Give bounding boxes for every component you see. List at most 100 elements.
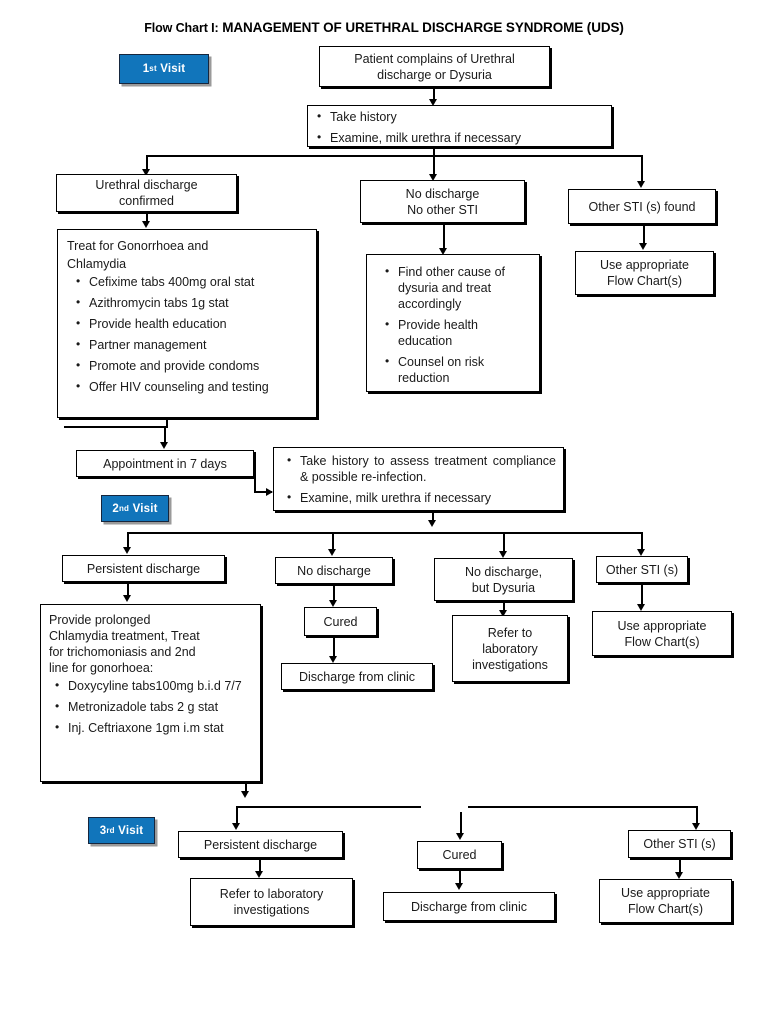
arrowhead-othersti-to-flowchart-1 <box>639 243 647 250</box>
node-take-history-2-list: Take history to assess treatment complia… <box>281 453 556 506</box>
connector-appointment-elbow-h <box>254 491 272 493</box>
node-patient-complaint-line1: Patient complains of Urethral <box>354 51 515 66</box>
connector-nodischarge-to-findcause <box>443 223 445 250</box>
connector-cured3-to-discharge3 <box>459 869 461 886</box>
arrowhead-to-no-discharge-dysuria-2 <box>499 551 507 558</box>
page-title-prefix: Flow Chart I: <box>144 21 219 35</box>
node-other-sti-found: Other STI (s) found <box>568 189 716 224</box>
node-cured-3: Cured <box>417 841 502 869</box>
connector-confirmed-to-treat <box>146 212 148 224</box>
arrowhead-to-cured-3 <box>456 833 464 840</box>
node-take-history-2-item-0: Take history to assess treatment complia… <box>287 453 556 485</box>
node-take-history-2-item-1: Examine, milk urethra if necessary <box>287 490 556 506</box>
connector-nodischarge2-to-cured <box>333 584 335 602</box>
connector-othersti2-to-flowchart2 <box>641 583 643 607</box>
arrowhead-prolonged-stem <box>241 791 249 798</box>
badge-2nd-visit-label: Visit <box>132 502 158 515</box>
node-no-discharge-but-dysuria-2-line1: No discharge, <box>464 564 543 579</box>
node-use-flowchart-3-line2: Flow Chart(s) <box>627 902 703 916</box>
node-other-sti-3-text: Other STI (s) <box>643 837 716 851</box>
node-cured-3-text: Cured <box>442 848 477 862</box>
connector-split-2-bus <box>127 532 643 534</box>
node-prolonged-item-2: Inj. Ceftriaxone 1gm i.m stat <box>55 720 252 736</box>
node-other-sti-found-text: Other STI (s) found <box>588 199 696 214</box>
node-use-flowchart-1: Use appropriate Flow Chart(s) <box>575 251 714 295</box>
node-prolonged-heading-1: Provide prolonged <box>49 613 151 627</box>
node-treat-gonorrhoea-chlamydia: Treat for Gonorrhoea and Chlamydia Cefix… <box>57 229 317 418</box>
node-use-flowchart-1-line1: Use appropriate <box>600 258 689 272</box>
node-other-sti-2-text: Other STI (s) <box>605 562 679 577</box>
node-take-history-1-item-1: Examine, milk urethra if necessary <box>317 130 606 146</box>
connector-treat-stem <box>166 418 168 428</box>
connector-split-2-arm-2 <box>332 532 334 552</box>
arrowhead-cured2-to-discharge2 <box>329 656 337 663</box>
node-patient-complaint-line2: discharge or Dysuria <box>377 67 492 82</box>
node-treat-heading-2: Chlamydia <box>67 257 127 271</box>
connector-split-1-bus <box>146 155 643 157</box>
node-discharge-from-clinic-3-text: Discharge from clinic <box>410 899 527 914</box>
node-find-other-cause-list: Find other cause of dysuria and treat ac… <box>374 264 532 386</box>
node-persistent-discharge-2-text: Persistent discharge <box>86 561 201 576</box>
node-treat-heading-1: Treat for Gonorrhoea and <box>67 239 209 253</box>
node-other-sti-2: Other STI (s) <box>596 556 688 583</box>
connector-prolonged-stem <box>245 782 247 794</box>
connector-history2-stem <box>432 511 434 523</box>
node-use-flowchart-2-line2: Flow Chart(s) <box>624 634 700 649</box>
connector-split-3-arm-3 <box>696 806 698 826</box>
connector-split-3-bus-left <box>236 806 421 808</box>
connector-split-1-left-arm <box>146 155 148 172</box>
connector-history-stem <box>433 147 435 157</box>
connector-cured2-to-discharge2 <box>333 636 335 659</box>
node-no-discharge-2-text: No discharge <box>297 563 371 578</box>
connector-persistent3-to-referlab3 <box>259 858 261 874</box>
node-prolonged-item-0: Doxycyline tabs100mg b.i.d 7/7 <box>55 678 252 694</box>
arrowhead-to-other-sti-3 <box>692 823 700 830</box>
arrowhead-othersti2-to-flowchart2 <box>637 604 645 611</box>
arrowhead-dysuria2-to-referlab <box>499 610 507 617</box>
connector-split-3-arm-1 <box>236 806 238 826</box>
connector-othersti3-to-flowchart3 <box>679 858 681 875</box>
node-no-discharge-2: No discharge <box>275 557 393 584</box>
badge-1st-visit-label: Visit <box>160 63 186 75</box>
arrowhead-persistent3-to-referlab3 <box>255 871 263 878</box>
badge-3rd-visit-label: Visit <box>118 824 144 837</box>
node-use-flowchart-2-line1: Use appropriate <box>617 618 707 633</box>
node-take-history-1-list: Take history Examine, milk urethra if ne… <box>313 109 606 146</box>
badge-3rd-visit-num: 3 <box>99 824 107 837</box>
node-find-other-cause-item-2: Counsel on risk reduction <box>385 354 532 386</box>
arrowhead-treat-to-appointment <box>160 442 168 449</box>
node-refer-laboratory-2-line1: Refer to <box>487 625 533 640</box>
node-no-discharge-no-other-sti-line1: No discharge <box>405 186 480 201</box>
node-find-other-cause-item-1: Provide health education <box>385 317 532 349</box>
connector-treat-bus <box>64 426 168 428</box>
node-treat-item-4: Promote and provide condoms <box>76 358 307 374</box>
node-discharge-from-clinic-3: Discharge from clinic <box>383 892 555 921</box>
node-prolonged-list: Doxycyline tabs100mg b.i.d 7/7 Metroniza… <box>49 678 252 736</box>
badge-2nd-visit-num: 2 <box>112 502 119 515</box>
arrowhead-to-persistent-discharge-3 <box>232 823 240 830</box>
node-prolonged-item-1: Metronizadole tabs 2 g stat <box>55 699 252 715</box>
node-no-discharge-but-dysuria-2-line2: but Dysuria <box>471 580 536 595</box>
node-refer-laboratory-2-line2: laboratory <box>482 641 538 656</box>
arrowhead-nodischarge2-to-cured <box>329 600 337 607</box>
page-title: Flow Chart I: MANAGEMENT OF URETHRAL DIS… <box>0 20 768 35</box>
node-patient-complaint: Patient complains of Urethral discharge … <box>319 46 550 87</box>
connector-dysuria2-to-referlab <box>503 601 505 613</box>
node-refer-laboratory-2: Refer to laboratory investigations <box>452 615 568 682</box>
node-find-other-cause-item-0: Find other cause of dysuria and treat ac… <box>385 264 532 312</box>
node-use-flowchart-2: Use appropriate Flow Chart(s) <box>592 611 732 656</box>
node-persistent-discharge-3: Persistent discharge <box>178 831 343 858</box>
connector-split-2-arm-3 <box>503 532 505 554</box>
node-find-other-cause: Find other cause of dysuria and treat ac… <box>366 254 540 392</box>
node-treat-item-2: Provide health education <box>76 316 307 332</box>
node-treat-item-1: Azithromycin tabs 1g stat <box>76 295 307 311</box>
node-appointment-7-days: Appointment in 7 days <box>76 450 254 477</box>
arrowhead-nodischarge-to-findcause <box>439 248 447 255</box>
arrowhead-to-other-sti-2 <box>637 549 645 556</box>
arrowhead-to-discharge-confirmed <box>142 169 150 176</box>
node-other-sti-3: Other STI (s) <box>628 830 731 858</box>
connector-persistent2-to-prolonged <box>127 582 129 598</box>
